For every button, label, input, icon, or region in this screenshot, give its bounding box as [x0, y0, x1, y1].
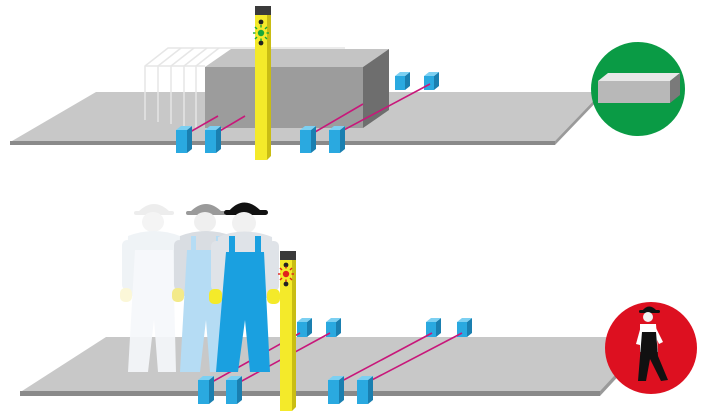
muting-column-top	[255, 6, 271, 160]
moving-box	[205, 49, 389, 128]
worker-motion-ghost-1	[120, 204, 186, 372]
worker-figure	[209, 202, 280, 372]
scene-box-passes	[10, 6, 685, 160]
receiver-sensors-bottom	[297, 318, 472, 337]
emitter-sensors-top	[176, 126, 345, 153]
stopped-status-badge	[605, 302, 697, 394]
receiver-sensor-top-right	[395, 72, 439, 90]
muting-column-bottom	[280, 251, 296, 411]
green-indicator-light	[253, 25, 269, 41]
red-indicator-light	[278, 266, 294, 282]
allowed-status-badge	[591, 42, 685, 136]
scene-worker-passes	[20, 202, 697, 411]
light-beams-top	[189, 83, 431, 133]
emitter-sensors-bottom	[198, 376, 373, 404]
box-icon	[598, 73, 680, 103]
walking-person-icon	[636, 306, 668, 381]
